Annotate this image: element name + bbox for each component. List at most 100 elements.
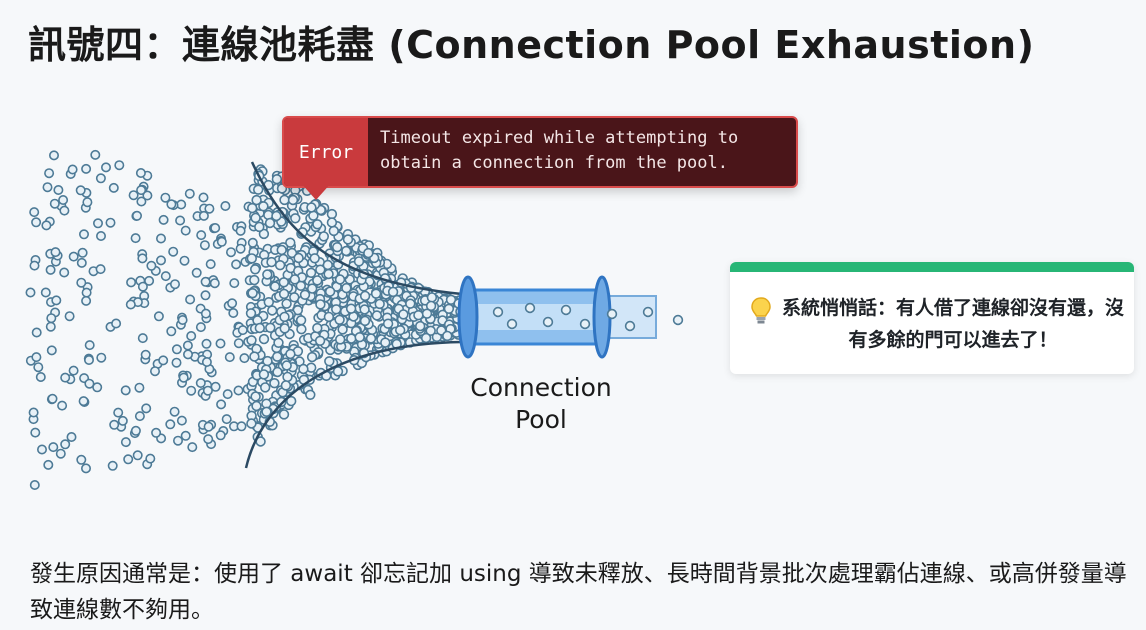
bubble [287, 194, 299, 206]
bubble [200, 308, 211, 319]
bubble [180, 225, 191, 236]
bubble [420, 332, 432, 344]
bubble [246, 335, 257, 346]
bubble [328, 225, 339, 237]
bubble [165, 419, 176, 430]
bubble [93, 218, 104, 229]
bubble [132, 450, 143, 461]
bubble [246, 418, 257, 429]
bubble [179, 255, 190, 266]
bubble [318, 231, 329, 242]
bubble [51, 295, 62, 306]
bubble [84, 340, 95, 351]
bubble [261, 406, 272, 417]
bubble [95, 264, 106, 275]
error-message: Timeout expired while attempting to obta… [368, 118, 796, 186]
bubble [53, 185, 64, 196]
connection-request-bubbles [25, 149, 468, 490]
bubble [233, 385, 244, 396]
bubble [29, 207, 40, 218]
bubble [354, 332, 365, 343]
bubble [120, 385, 131, 396]
bubble [76, 277, 87, 288]
bubble [315, 264, 326, 275]
bubble [137, 253, 148, 264]
bubble [130, 233, 141, 244]
bubble [413, 310, 424, 321]
bubble [137, 281, 148, 292]
bubble [233, 338, 244, 349]
bubble [132, 210, 143, 221]
error-tooltip: Error Timeout expired while attempting t… [282, 116, 798, 188]
bubble [101, 162, 112, 173]
bubble [117, 415, 128, 426]
bubble [31, 327, 42, 338]
bubble [305, 389, 316, 400]
bubble [221, 414, 232, 425]
bubble [203, 434, 214, 445]
bubble [254, 322, 265, 334]
bubble [204, 203, 215, 214]
bubble [45, 321, 56, 332]
bubble [345, 303, 357, 314]
bubble [196, 230, 207, 241]
bubble [246, 253, 258, 264]
bubble [262, 269, 273, 280]
bubble [114, 160, 125, 171]
bubble [298, 363, 309, 375]
bubble [253, 184, 264, 195]
bubble [324, 356, 335, 367]
bubble [285, 348, 296, 360]
bubble [68, 251, 79, 262]
bubble [79, 229, 90, 240]
bubble [274, 260, 286, 271]
bubble [92, 382, 103, 393]
bubble [76, 454, 87, 465]
bubble [305, 267, 317, 279]
error-tag: Error [284, 118, 368, 186]
bubble [186, 385, 197, 396]
bubble [236, 421, 247, 432]
connection-pool-label: Connection Pool [470, 373, 612, 434]
bubble [258, 333, 270, 345]
bubble [199, 240, 210, 251]
bubble [137, 333, 148, 344]
bubble [398, 309, 409, 320]
bubble [183, 349, 194, 360]
bubble [108, 182, 119, 193]
bubble [136, 185, 147, 196]
bubble [66, 431, 77, 442]
bubble [184, 188, 195, 199]
bubble [84, 378, 95, 389]
bubble [153, 311, 164, 322]
bubble [560, 304, 572, 316]
bubble [289, 274, 300, 285]
bubble [67, 164, 78, 175]
bubble [134, 382, 145, 393]
bubble [247, 237, 258, 248]
bubble [198, 210, 209, 221]
bubble [306, 351, 318, 363]
bubble [40, 287, 51, 298]
bubble [31, 217, 42, 228]
bubble [35, 371, 46, 382]
bubble [282, 371, 293, 383]
pipe-bubbles [492, 302, 684, 332]
bubble [216, 236, 227, 247]
bubble [359, 315, 371, 327]
bubble [231, 259, 242, 270]
bubble [49, 198, 60, 209]
bubble [55, 448, 66, 459]
bubble [158, 355, 169, 366]
bubble [326, 217, 338, 228]
bubble [215, 430, 226, 441]
bubble [201, 356, 212, 367]
bubble [506, 318, 518, 330]
bubble [299, 289, 311, 301]
bubble [59, 267, 70, 278]
bubble [285, 237, 296, 248]
bubble [77, 247, 88, 258]
bubble [58, 195, 69, 206]
bubble [323, 268, 334, 280]
bubble [171, 344, 182, 355]
